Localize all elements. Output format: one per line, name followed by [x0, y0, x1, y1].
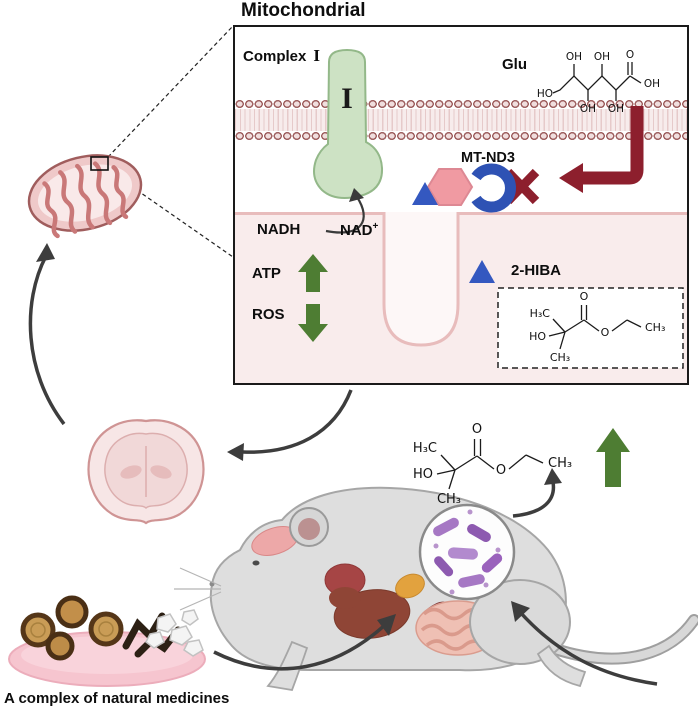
medicines-to-mouse-arrow	[213, 614, 396, 671]
ch3-label: CH₃	[437, 492, 461, 507]
ho-label: HO	[537, 88, 553, 100]
oh-label: OH	[566, 51, 582, 63]
glucose-inhibition-arrow	[559, 106, 644, 193]
mouse-front-leg	[266, 640, 309, 692]
herb-slices	[20, 595, 124, 661]
nadh-to-complex-arrow	[325, 188, 365, 234]
ho-label: HO	[413, 467, 433, 482]
o-label: O	[626, 49, 634, 61]
hiba-structure: H₃C HO CH₃ O O CH₃	[529, 290, 665, 364]
complex-numeral: I	[313, 46, 320, 65]
mouse-hind-foot	[536, 644, 587, 688]
mouse-eye	[252, 560, 260, 566]
atp-label: ATP	[252, 265, 281, 282]
o-label: O	[580, 290, 589, 303]
white-chunks	[145, 609, 204, 657]
organ-stomach	[395, 573, 425, 599]
mt-nd3-label: MT-ND3	[461, 150, 515, 166]
nad-text: NAD	[340, 222, 373, 239]
o-label: O	[601, 326, 610, 339]
h3c-label: H₃C	[530, 307, 551, 320]
panel-to-brain-arrow	[227, 389, 353, 461]
oh-label: OH	[580, 103, 596, 115]
crista-fold	[382, 212, 460, 347]
ch3-label: CH₃	[550, 351, 570, 364]
hiba-label: 2-HIBA	[511, 262, 562, 279]
mouse-haunch	[469, 579, 571, 665]
atp-up-arrow-icon	[298, 254, 328, 292]
nadh-label: NADH	[257, 221, 301, 238]
figure-title: Mitochondrial	[241, 0, 366, 21]
figure-caption: A complex of natural medicines	[4, 690, 230, 707]
oh-label: OH	[594, 51, 610, 63]
hiba-structure-free: H₃C HO CH₃ O O CH₃	[413, 422, 572, 507]
complex-i-letter: I	[341, 82, 353, 115]
hiba-increase-arrow-icon	[596, 428, 630, 487]
ros-down-arrow-icon	[298, 304, 328, 342]
zoom-dashed-lines	[107, 25, 234, 258]
gut-microbiome-circle	[418, 503, 516, 601]
h3c-label: H₃C	[413, 441, 437, 456]
body-to-microbiome-arrow	[511, 601, 658, 686]
o-label: O	[472, 422, 482, 437]
hiba-structure-box	[497, 287, 684, 369]
complex-i-label: Complex I	[243, 46, 320, 66]
hiba-triangle-icon	[412, 182, 438, 205]
lipid-bilayer-membrane	[235, 99, 687, 141]
mt-nd3-protein-icon	[471, 163, 516, 213]
brain-section-illustration	[87, 419, 205, 525]
ch3-label: CH₃	[645, 321, 665, 334]
glu-label: Glu	[502, 56, 527, 73]
natural-medicines-illustration	[8, 595, 206, 687]
microbiome-to-metabolite-arrow	[512, 468, 562, 518]
mouse-whiskers	[174, 567, 222, 611]
brain-to-mitochondria-arrow	[28, 243, 66, 426]
oh-label: OH	[644, 78, 660, 90]
nad-superscript: +	[372, 221, 379, 232]
hiba-triangle-icon	[469, 260, 495, 283]
complex-word: Complex	[243, 48, 307, 65]
oh-label: OH	[608, 103, 624, 115]
mitochondria-illustration	[27, 154, 143, 239]
nad-label: NAD+	[340, 221, 378, 239]
ros-label: ROS	[252, 306, 285, 323]
ch3-label: CH₃	[548, 456, 572, 471]
o-label: O	[496, 463, 506, 478]
ho-label: HO	[529, 330, 546, 343]
zoom-source-rect	[90, 156, 109, 171]
complex-i-shape: I	[313, 48, 384, 199]
bacteria-icons	[433, 509, 503, 595]
glucose-structure: HO OH OH OH OH O OH	[537, 49, 660, 115]
metabolite-hexagon-icon	[426, 168, 474, 206]
